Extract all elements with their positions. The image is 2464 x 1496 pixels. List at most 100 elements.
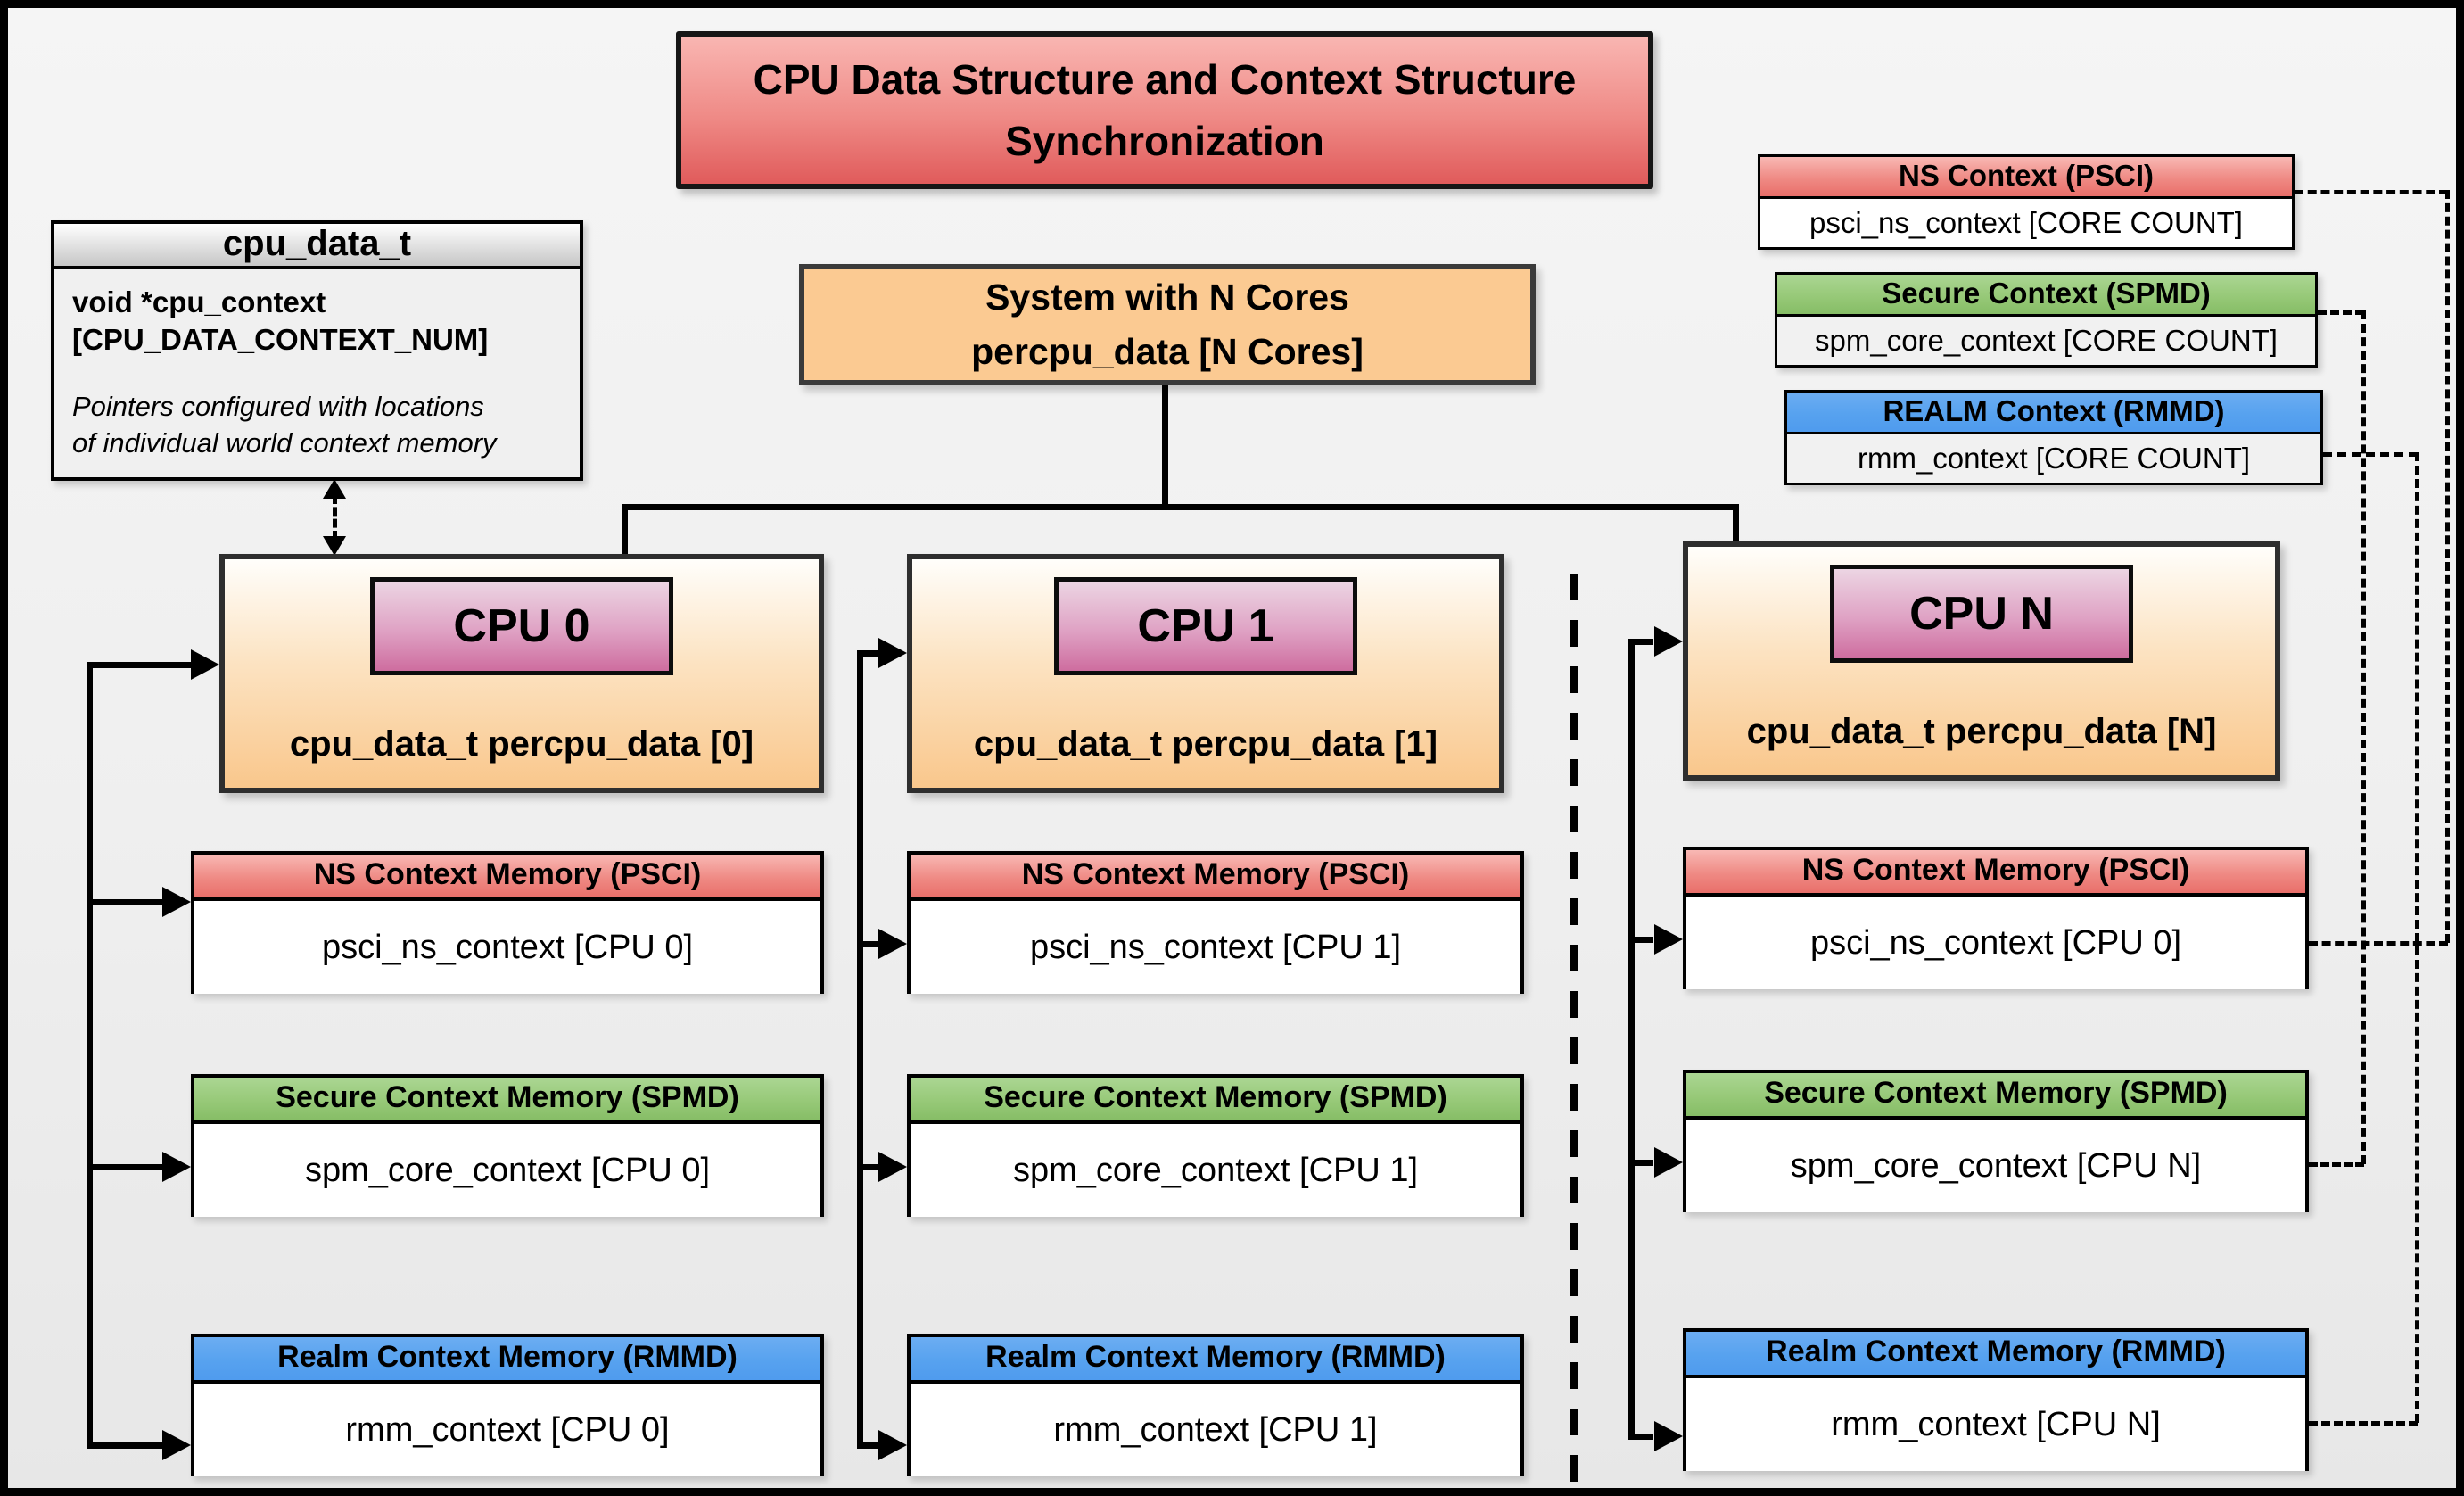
- legend-realm-context-body: rmm_context [CORE COUNT]: [1787, 434, 2320, 483]
- secure-dashed-link-bottom: [2309, 1162, 2364, 1167]
- distribution-line: [622, 504, 1739, 510]
- cpu0-realm-memory-box: Realm Context Memory (RMMD) rmm_context …: [191, 1334, 824, 1476]
- cpu1-arrow-realm-icon: [878, 1430, 907, 1460]
- cpun-realm-memory-box: Realm Context Memory (RMMD) rmm_context …: [1683, 1328, 2309, 1471]
- cpu1-arrow-line-ns: [857, 941, 882, 947]
- system-box-line1: System with N Cores: [985, 276, 1349, 318]
- system-box: System with N Cores percpu_data [N Cores…: [799, 264, 1536, 385]
- cpu-data-struct-body: void *cpu_context [CPU_DATA_CONTEXT_NUM]…: [54, 269, 580, 461]
- drop-line-cpun: [1733, 504, 1739, 545]
- cpu1-pointer-rail: [857, 650, 863, 1449]
- legend-ns-context-box: NS Context (PSCI) psci_ns_context [CORE …: [1758, 154, 2295, 250]
- system-box-line2: percpu_data [N Cores]: [971, 331, 1364, 372]
- diagram-title-line2: Synchronization: [1005, 117, 1324, 164]
- cpun-arrow-realm-icon: [1654, 1421, 1683, 1451]
- cpu0-ns-memory-body: psci_ns_context [CPU 0]: [194, 901, 820, 994]
- ns-dashed-link-vertical: [2445, 190, 2450, 943]
- cpu1-box: CPU 1 cpu_data_t percpu_data [1]: [907, 554, 1504, 793]
- cpu0-arrow-line-cpu: [87, 662, 194, 668]
- cpun-pointer-rail: [1628, 639, 1635, 1437]
- cpun-ns-memory-header: NS Context Memory (PSCI): [1686, 850, 2305, 897]
- cpun-ns-memory-body: psci_ns_context [CPU 0]: [1686, 897, 2305, 989]
- struct-note: Pointers configured with locations of in…: [72, 389, 562, 461]
- struct-sync-dashed-line: [333, 495, 337, 540]
- cpu-data-struct-header: cpu_data_t: [54, 224, 580, 269]
- cpu0-arrow-secure-icon: [162, 1152, 191, 1182]
- cpu1-realm-memory-body: rmm_context [CPU 1]: [911, 1384, 1520, 1476]
- cpu1-secure-memory-box: Secure Context Memory (SPMD) spm_core_co…: [907, 1074, 1524, 1217]
- secure-dashed-link-top: [2318, 310, 2364, 315]
- legend-realm-context-box: REALM Context (RMMD) rmm_context [CORE C…: [1784, 390, 2323, 485]
- cpu1-ns-memory-header: NS Context Memory (PSCI): [911, 855, 1520, 901]
- realm-dashed-link-bottom: [2309, 1421, 2418, 1426]
- cpun-arrow-ns-icon: [1654, 924, 1683, 955]
- cpun-arrow-line-cpu: [1628, 639, 1653, 645]
- cpu0-arrow-cpu-icon: [191, 649, 219, 680]
- cpu1-ns-memory-body: psci_ns_context [CPU 1]: [911, 901, 1520, 994]
- cpu1-label: CPU 1: [1054, 577, 1357, 675]
- legend-secure-context-box: Secure Context (SPMD) spm_core_context […: [1775, 272, 2318, 368]
- cpun-secure-memory-box: Secure Context Memory (SPMD) spm_core_co…: [1683, 1070, 2309, 1212]
- cpun-secure-memory-header: Secure Context Memory (SPMD): [1686, 1073, 2305, 1120]
- realm-dashed-link-vertical: [2415, 452, 2419, 1423]
- legend-secure-context-title: Secure Context (SPMD): [1777, 275, 2315, 317]
- cpu0-caption: cpu_data_t percpu_data [0]: [289, 724, 754, 764]
- cpu1-realm-memory-header: Realm Context Memory (RMMD): [911, 1337, 1520, 1384]
- diagram-title-line1: CPU Data Structure and Context Structure: [753, 55, 1577, 103]
- cpun-box: CPU N cpu_data_t percpu_data [N]: [1683, 541, 2280, 781]
- cpu0-secure-memory-header: Secure Context Memory (SPMD): [194, 1078, 820, 1124]
- struct-note-line1: Pointers configured with locations: [72, 391, 484, 423]
- cpu0-arrow-line-secure: [87, 1164, 167, 1170]
- cpu0-ns-memory-box: NS Context Memory (PSCI) psci_ns_context…: [191, 851, 824, 994]
- drop-line-cpu0: [622, 504, 628, 556]
- cpun-arrow-line-realm: [1628, 1434, 1653, 1440]
- legend-secure-context-body: spm_core_context [CORE COUNT]: [1777, 317, 2315, 365]
- cpu-data-struct-box: cpu_data_t void *cpu_context [CPU_DATA_C…: [51, 220, 583, 481]
- cpu1-secure-memory-header: Secure Context Memory (SPMD): [911, 1078, 1520, 1124]
- cpu0-pointer-rail: [87, 662, 93, 1449]
- cpu0-label: CPU 0: [370, 577, 673, 675]
- cpu0-secure-memory-box: Secure Context Memory (SPMD) spm_core_co…: [191, 1074, 824, 1217]
- cpun-arrow-secure-icon: [1654, 1147, 1683, 1178]
- cpu1-arrow-secure-icon: [878, 1152, 907, 1182]
- cpu1-arrow-cpu-icon: [878, 638, 907, 668]
- cpu0-ns-memory-header: NS Context Memory (PSCI): [194, 855, 820, 901]
- cpun-label: CPU N: [1830, 565, 2133, 663]
- struct-sync-arrow-down-icon: [323, 536, 346, 556]
- cpun-secure-memory-body: spm_core_context [CPU N]: [1686, 1120, 2305, 1212]
- cpu1-arrow-line-cpu: [857, 650, 882, 657]
- struct-field-line1: void *cpu_context: [72, 285, 326, 318]
- cpun-arrow-line-ns: [1628, 937, 1653, 943]
- ns-dashed-link-top: [2295, 190, 2448, 194]
- cpu0-box: CPU 0 cpu_data_t percpu_data [0]: [219, 554, 824, 793]
- cpun-realm-memory-header: Realm Context Memory (RMMD): [1686, 1332, 2305, 1378]
- struct-field-line2: [CPU_DATA_CONTEXT_NUM]: [72, 323, 489, 357]
- secure-dashed-link-vertical: [2361, 310, 2366, 1164]
- cpu0-secure-memory-body: spm_core_context [CPU 0]: [194, 1124, 820, 1217]
- struct-sync-arrow-up-icon: [323, 479, 346, 499]
- legend-ns-context-body: psci_ns_context [CORE COUNT]: [1760, 199, 2292, 247]
- cpu0-realm-memory-header: Realm Context Memory (RMMD): [194, 1337, 820, 1384]
- cpun-arrow-cpu-icon: [1654, 626, 1683, 657]
- cpu1-secure-memory-body: spm_core_context [CPU 1]: [911, 1124, 1520, 1217]
- cpu-ellipsis-separator-line: [1570, 574, 1578, 1488]
- cpun-caption: cpu_data_t percpu_data [N]: [1746, 712, 2217, 751]
- cpu1-arrow-line-realm: [857, 1442, 882, 1449]
- system-stem-line: [1162, 385, 1168, 506]
- cpu0-arrow-ns-icon: [162, 887, 191, 917]
- cpu1-caption: cpu_data_t percpu_data [1]: [973, 724, 1438, 764]
- cpu1-arrow-line-secure: [857, 1164, 882, 1170]
- cpu1-ns-memory-box: NS Context Memory (PSCI) psci_ns_context…: [907, 851, 1524, 994]
- cpun-ns-memory-box: NS Context Memory (PSCI) psci_ns_context…: [1683, 847, 2309, 989]
- cpun-arrow-line-secure: [1628, 1160, 1653, 1166]
- diagram-title-box: CPU Data Structure and Context Structure…: [676, 31, 1653, 189]
- cpu0-arrow-line-ns: [87, 899, 167, 905]
- cpu0-realm-memory-body: rmm_context [CPU 0]: [194, 1384, 820, 1476]
- legend-realm-context-title: REALM Context (RMMD): [1787, 393, 2320, 434]
- realm-dashed-link-top: [2323, 452, 2418, 457]
- cpu1-realm-memory-box: Realm Context Memory (RMMD) rmm_context …: [907, 1334, 1524, 1476]
- cpu0-arrow-line-realm: [87, 1442, 167, 1449]
- cpu1-arrow-ns-icon: [878, 929, 907, 959]
- cpun-realm-memory-body: rmm_context [CPU N]: [1686, 1378, 2305, 1471]
